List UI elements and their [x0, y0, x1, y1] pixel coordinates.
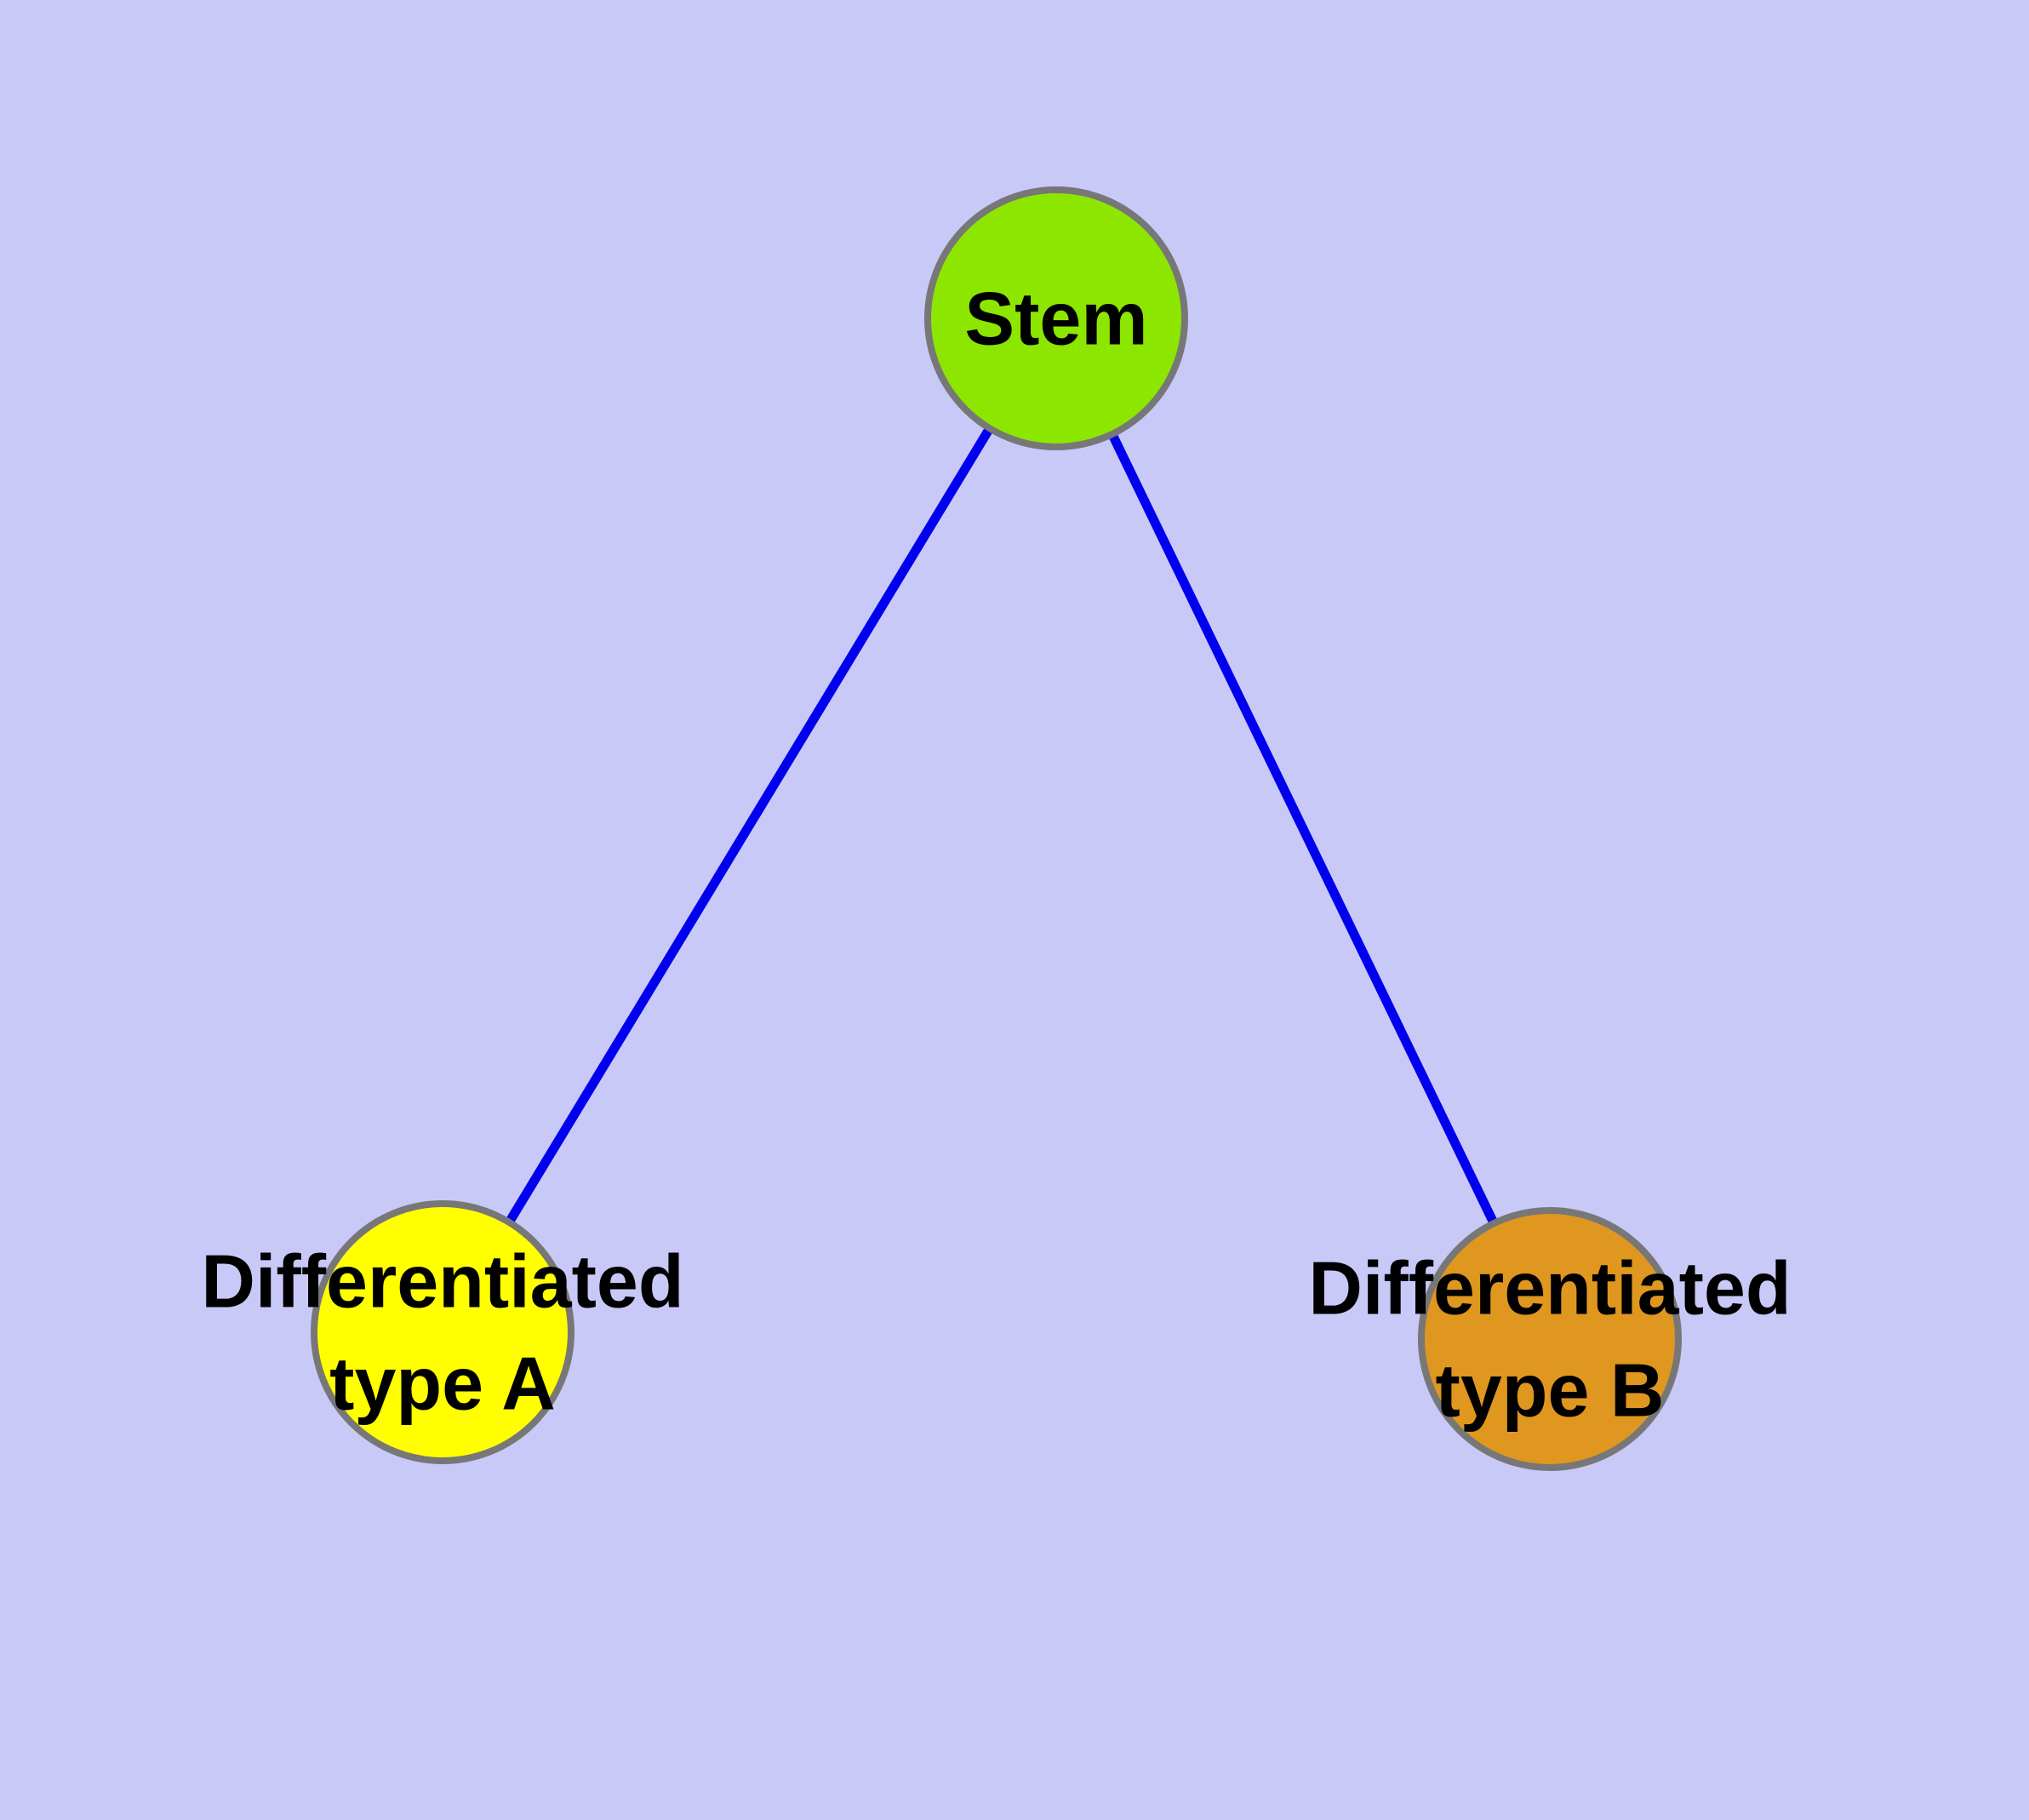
differentiated-type-b-label-line1: Differentiated [1308, 1246, 1791, 1331]
differentiated-type-b-node [1418, 1207, 1682, 1471]
differentiated-type-a-label-line1: Differentiated [201, 1239, 683, 1324]
edge-stem-to-type-b [1052, 316, 1554, 1342]
differentiated-type-a-node [311, 1200, 574, 1464]
stem-node-label: Stem [964, 277, 1147, 361]
differentiated-type-b-label-line2: type B [1436, 1348, 1665, 1433]
differentiated-type-a-label-line2: type A [329, 1342, 556, 1426]
stem-node [924, 186, 1188, 450]
edge-stem-to-type-a [438, 316, 1060, 1335]
